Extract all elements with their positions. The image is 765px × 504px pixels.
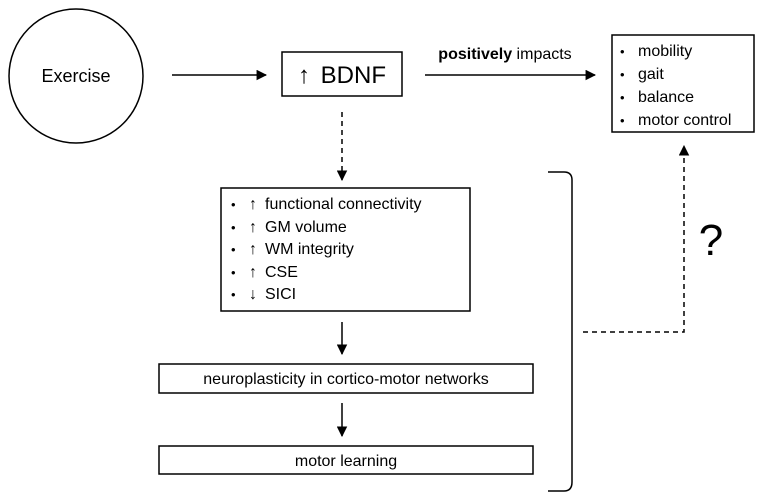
bdnf-label: BDNF — [321, 62, 386, 89]
increase-arrow-icon: ↑ — [298, 62, 310, 89]
outcomes-list: mobilitygaitbalancemotor control — [612, 40, 752, 132]
brain-effect-text: GM volume — [265, 218, 347, 236]
impact-label-bold: positively — [438, 46, 512, 63]
dashed-connector-to-outcomes — [583, 144, 690, 333]
exercise-node — [8, 8, 144, 144]
brain-effect-item: ↑ CSE — [223, 262, 471, 285]
brain-effect-item: ↑ functional connectivity — [223, 194, 471, 217]
exercise-label: Exercise — [41, 66, 110, 86]
increase-arrow-icon: ↑ — [249, 218, 257, 236]
bdnf-text: ↑ BDNF — [298, 62, 386, 89]
neuroplasticity-box — [158, 363, 534, 394]
outcome-item: balance — [612, 86, 752, 109]
impact-label-rest: impacts — [512, 46, 572, 63]
brain-effect-item: ↑ WM integrity — [223, 239, 471, 262]
neuroplasticity-label: neuroplasticity in cortico-motor network… — [203, 371, 488, 388]
question-mark: ? — [699, 216, 723, 265]
increase-arrow-icon: ↑ — [249, 196, 257, 213]
outcome-item: mobility — [612, 40, 752, 63]
bdnf-box — [281, 51, 403, 97]
brain-effect-text: SICI — [265, 286, 297, 303]
brain-effect-item: ↓ SICI — [223, 284, 471, 307]
brain-effect-text: CSE — [265, 263, 298, 281]
outcome-item: motor control — [612, 109, 752, 132]
motor-learning-label: motor learning — [295, 453, 397, 470]
grouping-bracket — [548, 171, 573, 492]
brain-effects-list: ↑ functional connectivity ↑ GM volume ↑ WM in… — [223, 194, 471, 307]
impact-label: positively impacts — [438, 46, 571, 63]
motor-learning-box — [158, 445, 534, 475]
decrease-arrow-icon: ↓ — [249, 286, 257, 303]
brain-effect-item: ↑ GM volume — [223, 217, 471, 240]
outcome-item: gait — [612, 63, 752, 86]
brain-effect-text: WM integrity — [265, 241, 354, 258]
increase-arrow-icon: ↑ — [249, 241, 257, 258]
brain-effect-text: functional connectivity — [265, 196, 422, 213]
increase-arrow-icon: ↑ — [249, 263, 257, 281]
